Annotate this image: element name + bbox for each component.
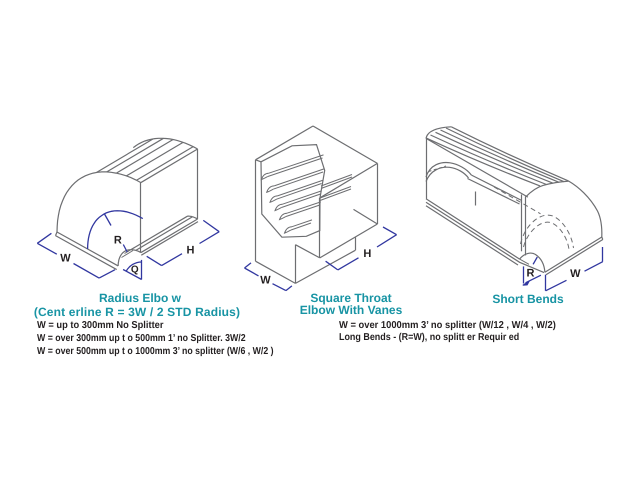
- svg-text:Q: Q: [131, 265, 139, 276]
- svg-text:W: W: [60, 253, 71, 265]
- svg-text:W: W: [260, 274, 271, 286]
- svg-text:H: H: [187, 245, 195, 257]
- svg-text:W: W: [570, 268, 581, 280]
- svg-text:R: R: [527, 267, 535, 279]
- svg-text:R: R: [114, 235, 122, 247]
- svg-text:H: H: [363, 248, 371, 260]
